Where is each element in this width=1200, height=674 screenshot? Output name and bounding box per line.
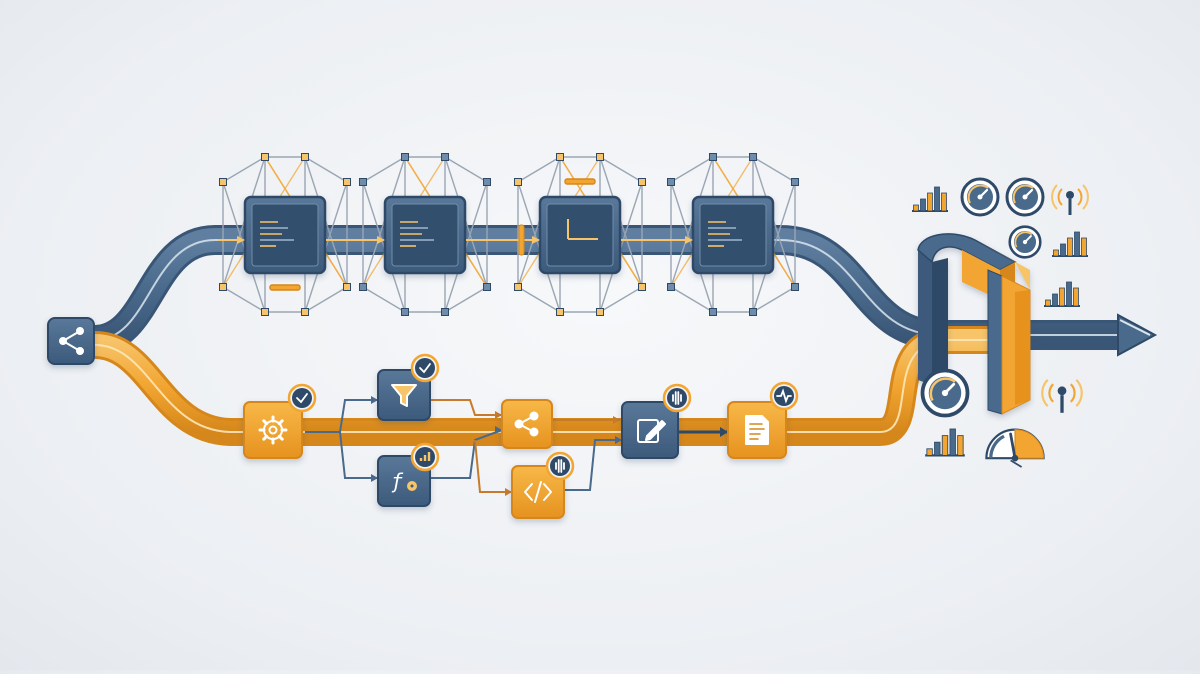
function-gear-icon: ƒ (391, 469, 417, 493)
gauge-icon (1008, 225, 1042, 259)
bottom-nodes: ƒ (243, 353, 799, 519)
speedometer-icon (985, 428, 1045, 468)
pipeline-node: ƒ (377, 442, 440, 507)
bar-chart-icon (925, 428, 965, 457)
gear-icon (258, 415, 288, 445)
pipeline-node (621, 383, 692, 459)
signal-tower-icon (1041, 379, 1083, 413)
stage-arrows (218, 224, 693, 256)
check-badge-icon (287, 383, 317, 413)
gauge-icon (920, 368, 970, 418)
top-stage (667, 153, 799, 316)
connector-arrowheads (371, 396, 728, 496)
stage-screen (243, 195, 327, 275)
bar-chart-icon (912, 186, 948, 212)
terminal-icon (567, 219, 598, 240)
gauge-icon (960, 177, 1000, 217)
top-stages (218, 153, 799, 316)
pipeline-node (501, 399, 553, 449)
signal-tower-icon (1051, 184, 1089, 215)
gauge-icon (1005, 177, 1045, 217)
top-stage (219, 153, 351, 316)
waveform-badge-icon (545, 451, 575, 481)
bar-chart-icon (1044, 281, 1080, 307)
funnel-icon (391, 384, 417, 407)
bottom-connectors (305, 399, 728, 493)
code-lines-icon (708, 221, 742, 247)
stage-screen (538, 195, 622, 275)
share-nodes-icon (514, 411, 539, 437)
pipeline-node (727, 381, 799, 459)
svg-text:ƒ: ƒ (391, 469, 404, 493)
waveform-badge-icon (662, 383, 692, 413)
bar-chart-badge-icon (410, 442, 440, 472)
stage-screen (691, 195, 775, 275)
source-node (47, 317, 95, 365)
code-brackets-icon (524, 481, 552, 503)
bar-chart-icon (1052, 231, 1088, 257)
pipeline-node (511, 451, 575, 519)
code-lines-icon (260, 221, 294, 247)
code-lines-icon (400, 221, 434, 247)
gateway-arch-icon (917, 233, 1031, 415)
check-badge-icon (410, 353, 440, 383)
top-stage (514, 153, 646, 316)
pipeline-node (377, 353, 440, 421)
stage-screen (383, 195, 467, 275)
monitoring-panel (912, 177, 1089, 468)
pulse-badge-icon (769, 381, 799, 411)
pipeline-node (243, 383, 317, 459)
branch-split-icon (59, 327, 84, 355)
output-arrow-icon (1117, 313, 1158, 357)
top-stage (359, 153, 491, 316)
document-edit-icon (745, 415, 769, 445)
wireframe-cage (514, 153, 646, 316)
edit-icon (637, 419, 666, 443)
